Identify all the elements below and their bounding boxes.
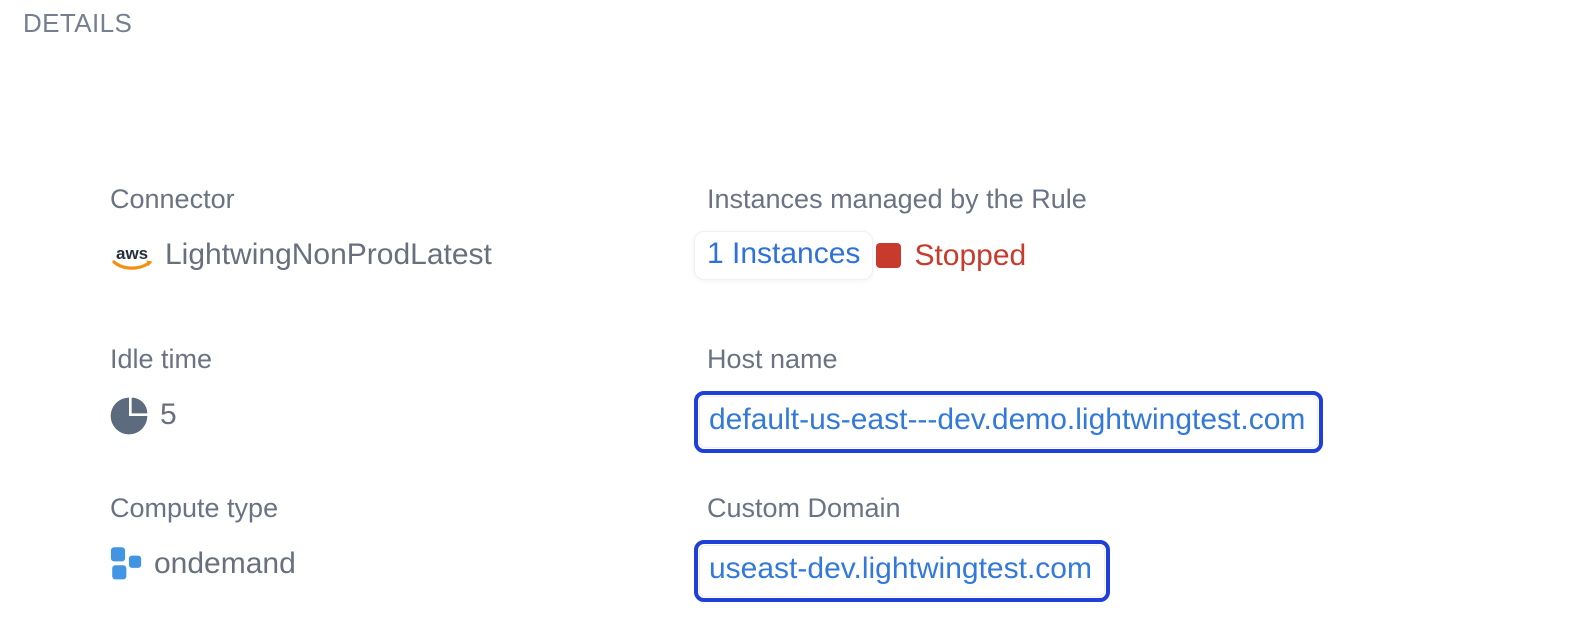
pie-chart-icon	[110, 395, 150, 435]
field-compute-type: Compute type ondemand	[110, 492, 707, 602]
custom-domain-box: useast-dev.lightwingtest.com	[694, 540, 1110, 602]
idle-time-value-row: 5	[110, 391, 707, 439]
aws-logo-icon: aws	[110, 241, 156, 275]
compute-type-label: Compute type	[110, 493, 279, 523]
connector-label: Connector	[110, 184, 235, 214]
field-connector: Connector aws LightwingNonProdLatest	[110, 183, 707, 343]
custom-domain-label: Custom Domain	[707, 493, 901, 523]
aws-logo-text: aws	[116, 244, 148, 263]
field-idle-time: Idle time 5	[110, 343, 707, 492]
host-name-box: default-us-east---dev.demo.lightwingtest…	[694, 391, 1324, 453]
idle-time-label: Idle time	[110, 344, 213, 374]
field-custom-domain: Custom Domain useast-dev.lightwingtest.c…	[694, 492, 1323, 602]
host-name-link[interactable]: default-us-east---dev.demo.lightwingtest…	[699, 396, 1319, 448]
compute-type-value-row: ondemand	[110, 540, 707, 588]
fields-grid: Connector aws LightwingNonProdLatest Ins…	[110, 183, 1324, 602]
instances-label: Instances managed by the Rule	[707, 184, 1087, 214]
blocks-icon	[110, 546, 144, 582]
instances-value-row: 1 Instances Stopped	[694, 231, 1323, 280]
field-host-name: Host name default-us-east---dev.demo.lig…	[694, 343, 1324, 492]
status-badge: Stopped	[914, 238, 1027, 272]
idle-time-value: 5	[160, 398, 177, 431]
stopped-square-icon	[876, 243, 902, 268]
host-name-label: Host name	[707, 344, 838, 374]
connector-value: LightwingNonProdLatest	[165, 238, 492, 271]
compute-type-value: ondemand	[154, 547, 296, 580]
field-instances: Instances managed by the Rule 1 Instance…	[694, 183, 1323, 343]
connector-value-row: aws LightwingNonProdLatest	[110, 231, 707, 279]
custom-domain-link[interactable]: useast-dev.lightwingtest.com	[699, 545, 1105, 597]
page-title: DETAILS	[23, 8, 133, 38]
instances-count-link[interactable]: 1 Instances	[694, 231, 874, 280]
